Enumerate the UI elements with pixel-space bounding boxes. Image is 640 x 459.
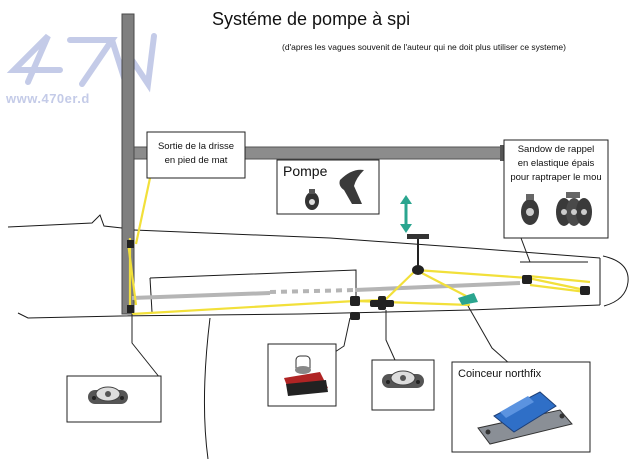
callout-sandow-text: Sandow de rappel en elastique épais pour…	[504, 143, 608, 185]
pump-handle-icon	[339, 169, 364, 204]
callout-pompe-box	[276, 159, 380, 215]
callout-sandow-line3: pour raptraper le mou	[510, 172, 602, 183]
callout-pompe-label: Pompe	[283, 163, 328, 179]
double-pulley-icon	[521, 194, 539, 225]
logo-url: www.470er.d	[6, 91, 90, 106]
callout-sandow-line1: Sandow de rappel	[517, 144, 595, 155]
callout-sortie-drisse-text: Sortie de la drisse en pied de mat	[147, 140, 245, 168]
callout-sandow-line2: en elastique épais	[517, 158, 595, 169]
pump-handle	[407, 234, 429, 275]
callout-coinceur-label: Coinceur northfix	[458, 368, 542, 380]
fairlead-icon	[382, 370, 424, 388]
callout-sandow-box	[503, 139, 609, 239]
cleat-green	[458, 293, 478, 305]
callout-sortie-drisse-line2: en pied de mat	[164, 155, 228, 166]
callout-sortie-drisse-box	[146, 131, 246, 179]
triple-pulley-icon	[556, 192, 592, 226]
callout-sortie-drisse-line1: Sortie de la drisse	[157, 141, 235, 152]
northfix-cleat-icon	[477, 391, 573, 445]
deck-fittings	[127, 240, 590, 320]
pulley-block-icon	[305, 189, 319, 210]
page-subtitle: (d'apres les vagues souvenit de l'auteur…	[282, 42, 566, 52]
fairlead-icon	[88, 386, 128, 404]
hull-outline	[7, 214, 629, 459]
page-title: Systéme de pompe à spi	[212, 9, 411, 29]
grey-halyard	[131, 281, 521, 300]
up-down-arrow-icon	[400, 195, 412, 233]
cam-cleat-icon	[284, 355, 328, 396]
